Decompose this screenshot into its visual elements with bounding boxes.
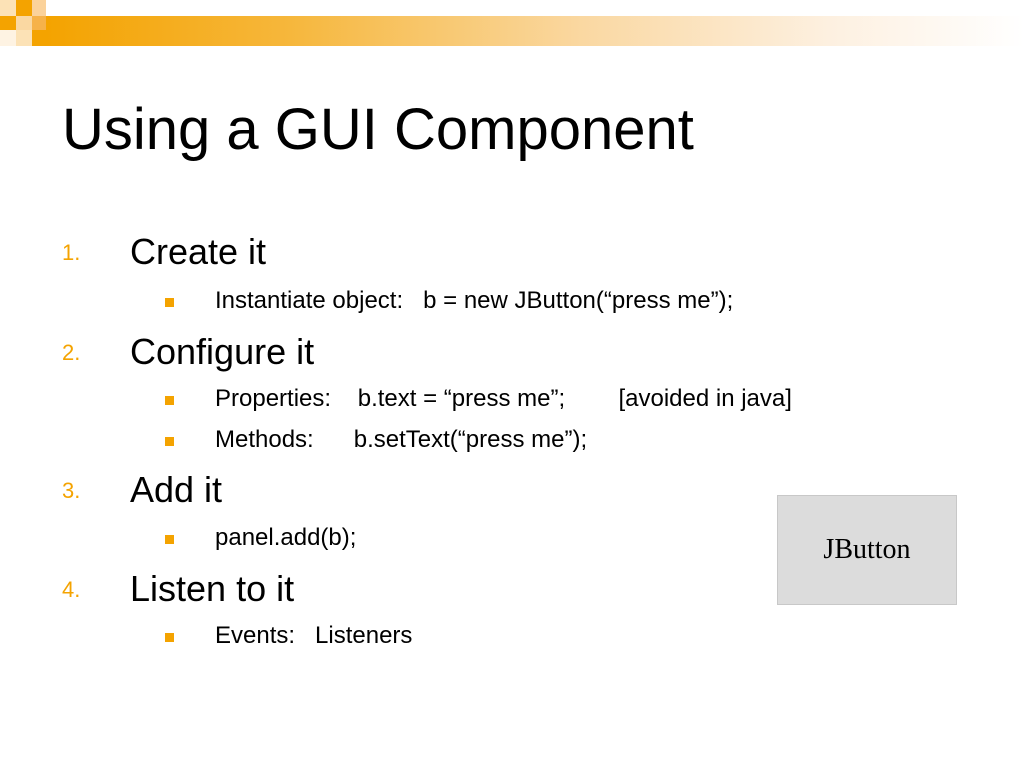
square-bullet-icon bbox=[165, 437, 174, 446]
deco-square bbox=[16, 0, 32, 16]
sub-item: Events: Listeners bbox=[165, 621, 865, 651]
square-bullet-icon bbox=[165, 535, 174, 544]
list-item-label: Configure it bbox=[130, 331, 315, 372]
sub-item: Instantiate object: b = new JButton(“pre… bbox=[165, 286, 865, 316]
deco-square bbox=[32, 30, 46, 46]
list-number: 4. bbox=[62, 577, 81, 602]
jbutton-demo-button[interactable]: JButton bbox=[777, 495, 957, 605]
list-number: 1. bbox=[62, 240, 81, 265]
square-bullet-icon bbox=[165, 396, 174, 405]
list-item-label: Add it bbox=[130, 469, 223, 510]
deco-square bbox=[32, 0, 46, 16]
slide-title: Using a GUI Component bbox=[62, 97, 694, 162]
sub-item: Properties: b.text = “press me”; [avoide… bbox=[165, 384, 865, 414]
deco-square bbox=[0, 0, 16, 16]
sub-item-text: Methods: b.setText(“press me”); bbox=[215, 426, 588, 453]
sub-item-text: Events: Listeners bbox=[215, 622, 413, 649]
deco-square bbox=[0, 16, 16, 30]
slide-decoration bbox=[0, 0, 1024, 62]
sub-item-text: Properties: b.text = “press me”; [avoide… bbox=[215, 385, 792, 412]
list-number: 3. bbox=[62, 478, 81, 503]
deco-square bbox=[32, 16, 46, 30]
square-bullet-icon bbox=[165, 633, 174, 642]
list-number: 2. bbox=[62, 340, 81, 365]
sub-item-text: Instantiate object: b = new JButton(“pre… bbox=[215, 287, 734, 314]
list-item-label: Listen to it bbox=[130, 568, 295, 609]
deco-square bbox=[0, 30, 16, 46]
square-bullet-icon bbox=[165, 298, 174, 307]
deco-square bbox=[16, 16, 32, 30]
list-item-label: Create it bbox=[130, 231, 267, 272]
deco-square bbox=[16, 30, 32, 46]
sub-item-text: panel.add(b); bbox=[215, 524, 357, 551]
sub-item: Methods: b.setText(“press me”); bbox=[165, 425, 865, 455]
deco-gradient-bar bbox=[46, 16, 1024, 46]
sub-item: panel.add(b); bbox=[165, 523, 865, 553]
